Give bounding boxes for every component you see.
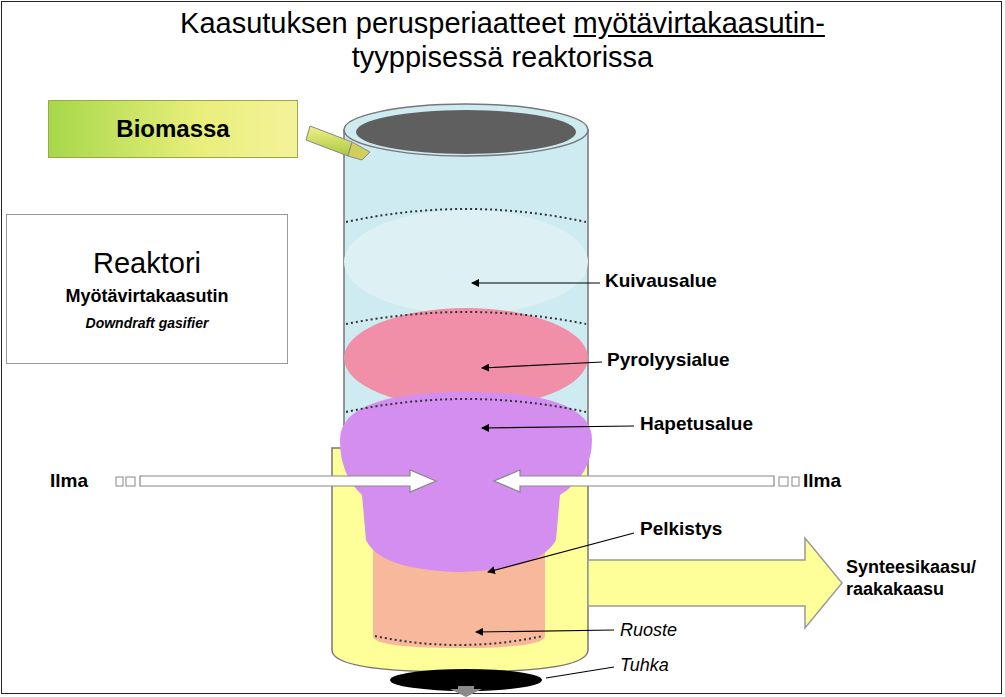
zone-label: Pelkistys (640, 518, 722, 541)
grate-label: Ruoste (620, 620, 677, 642)
zone-label: Pyrolyysialue (607, 349, 730, 372)
diagram-title: Kaasutuksen perusperiaatteet myötävirtak… (80, 6, 925, 74)
feed-box: Biomassa (48, 100, 298, 158)
gas-output-label: Synteesikaasu/ raakakaasu (846, 557, 996, 600)
zone-label: Hapetusalue (640, 413, 753, 436)
node-text: Reaktori (93, 247, 201, 280)
zone-label: Kuivausalue (605, 270, 717, 293)
node-text: Myötävirtakaasutin (65, 286, 228, 307)
node-text: Downdraft gasifier (86, 315, 209, 331)
node-text: Biomassa (116, 115, 229, 143)
air-label: Ilma (50, 470, 88, 493)
ash-label: Tuhka (620, 655, 669, 677)
reactor-legend-box: ReaktoriMyötävirtakaasutinDowndraft gasi… (6, 214, 288, 364)
air-label: Ilma (803, 470, 841, 493)
